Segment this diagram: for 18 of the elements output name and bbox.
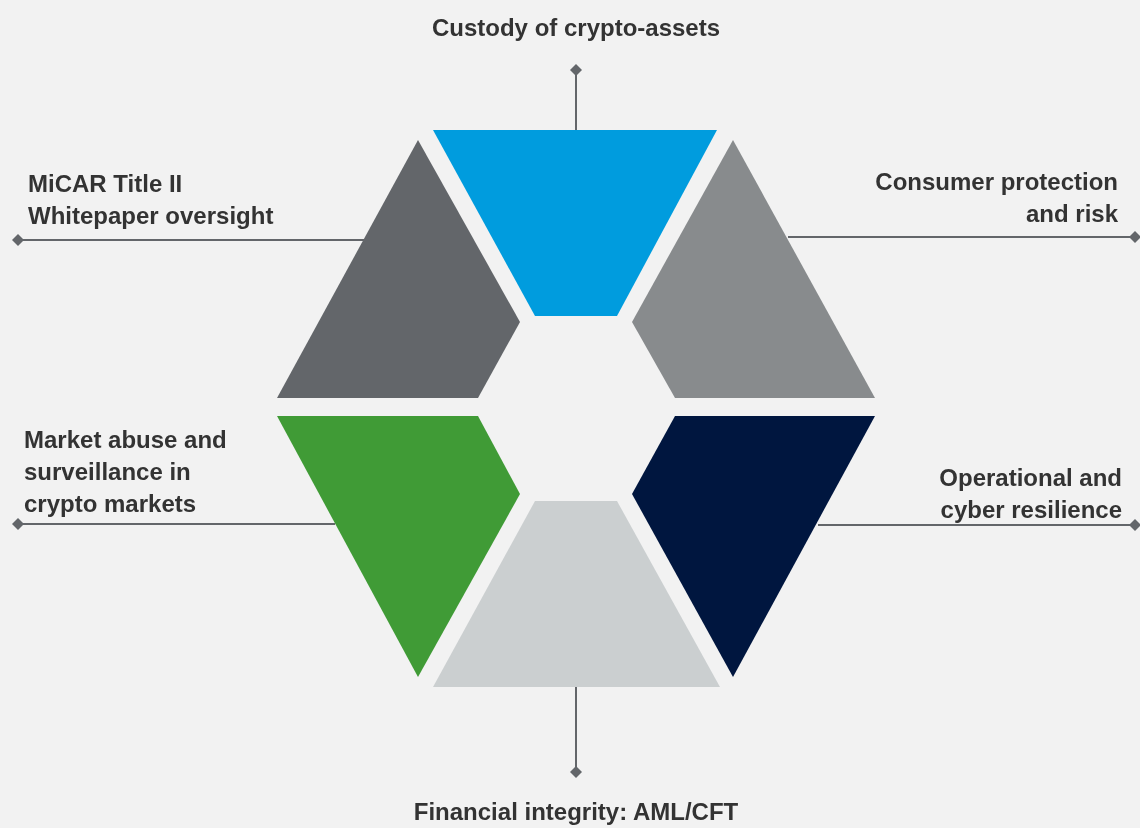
leader-line	[12, 234, 365, 246]
leader-line	[817, 519, 1140, 531]
topic-label: Custody of crypto-assets	[376, 12, 776, 44]
hexagon-segment	[632, 140, 875, 398]
topic-label: Consumer protection and risk	[858, 166, 1118, 230]
topic-label: MiCAR Title II Whitepaper oversight	[28, 168, 313, 232]
topic-label: Financial integrity: AML/CFT	[366, 796, 786, 828]
hexagon-segment	[277, 140, 520, 398]
hexagon-segment	[433, 130, 717, 316]
hexagon-segment	[277, 416, 520, 677]
leader-line	[12, 518, 336, 530]
leader-line	[787, 231, 1140, 243]
topic-label: Operational and cyber resilience	[880, 462, 1122, 526]
hexagon-segment	[433, 501, 720, 687]
leader-line	[570, 686, 582, 778]
hexagon-segment	[632, 416, 875, 677]
leader-line	[570, 64, 582, 131]
topic-label: Market abuse and surveillance in crypto markets	[24, 424, 264, 520]
